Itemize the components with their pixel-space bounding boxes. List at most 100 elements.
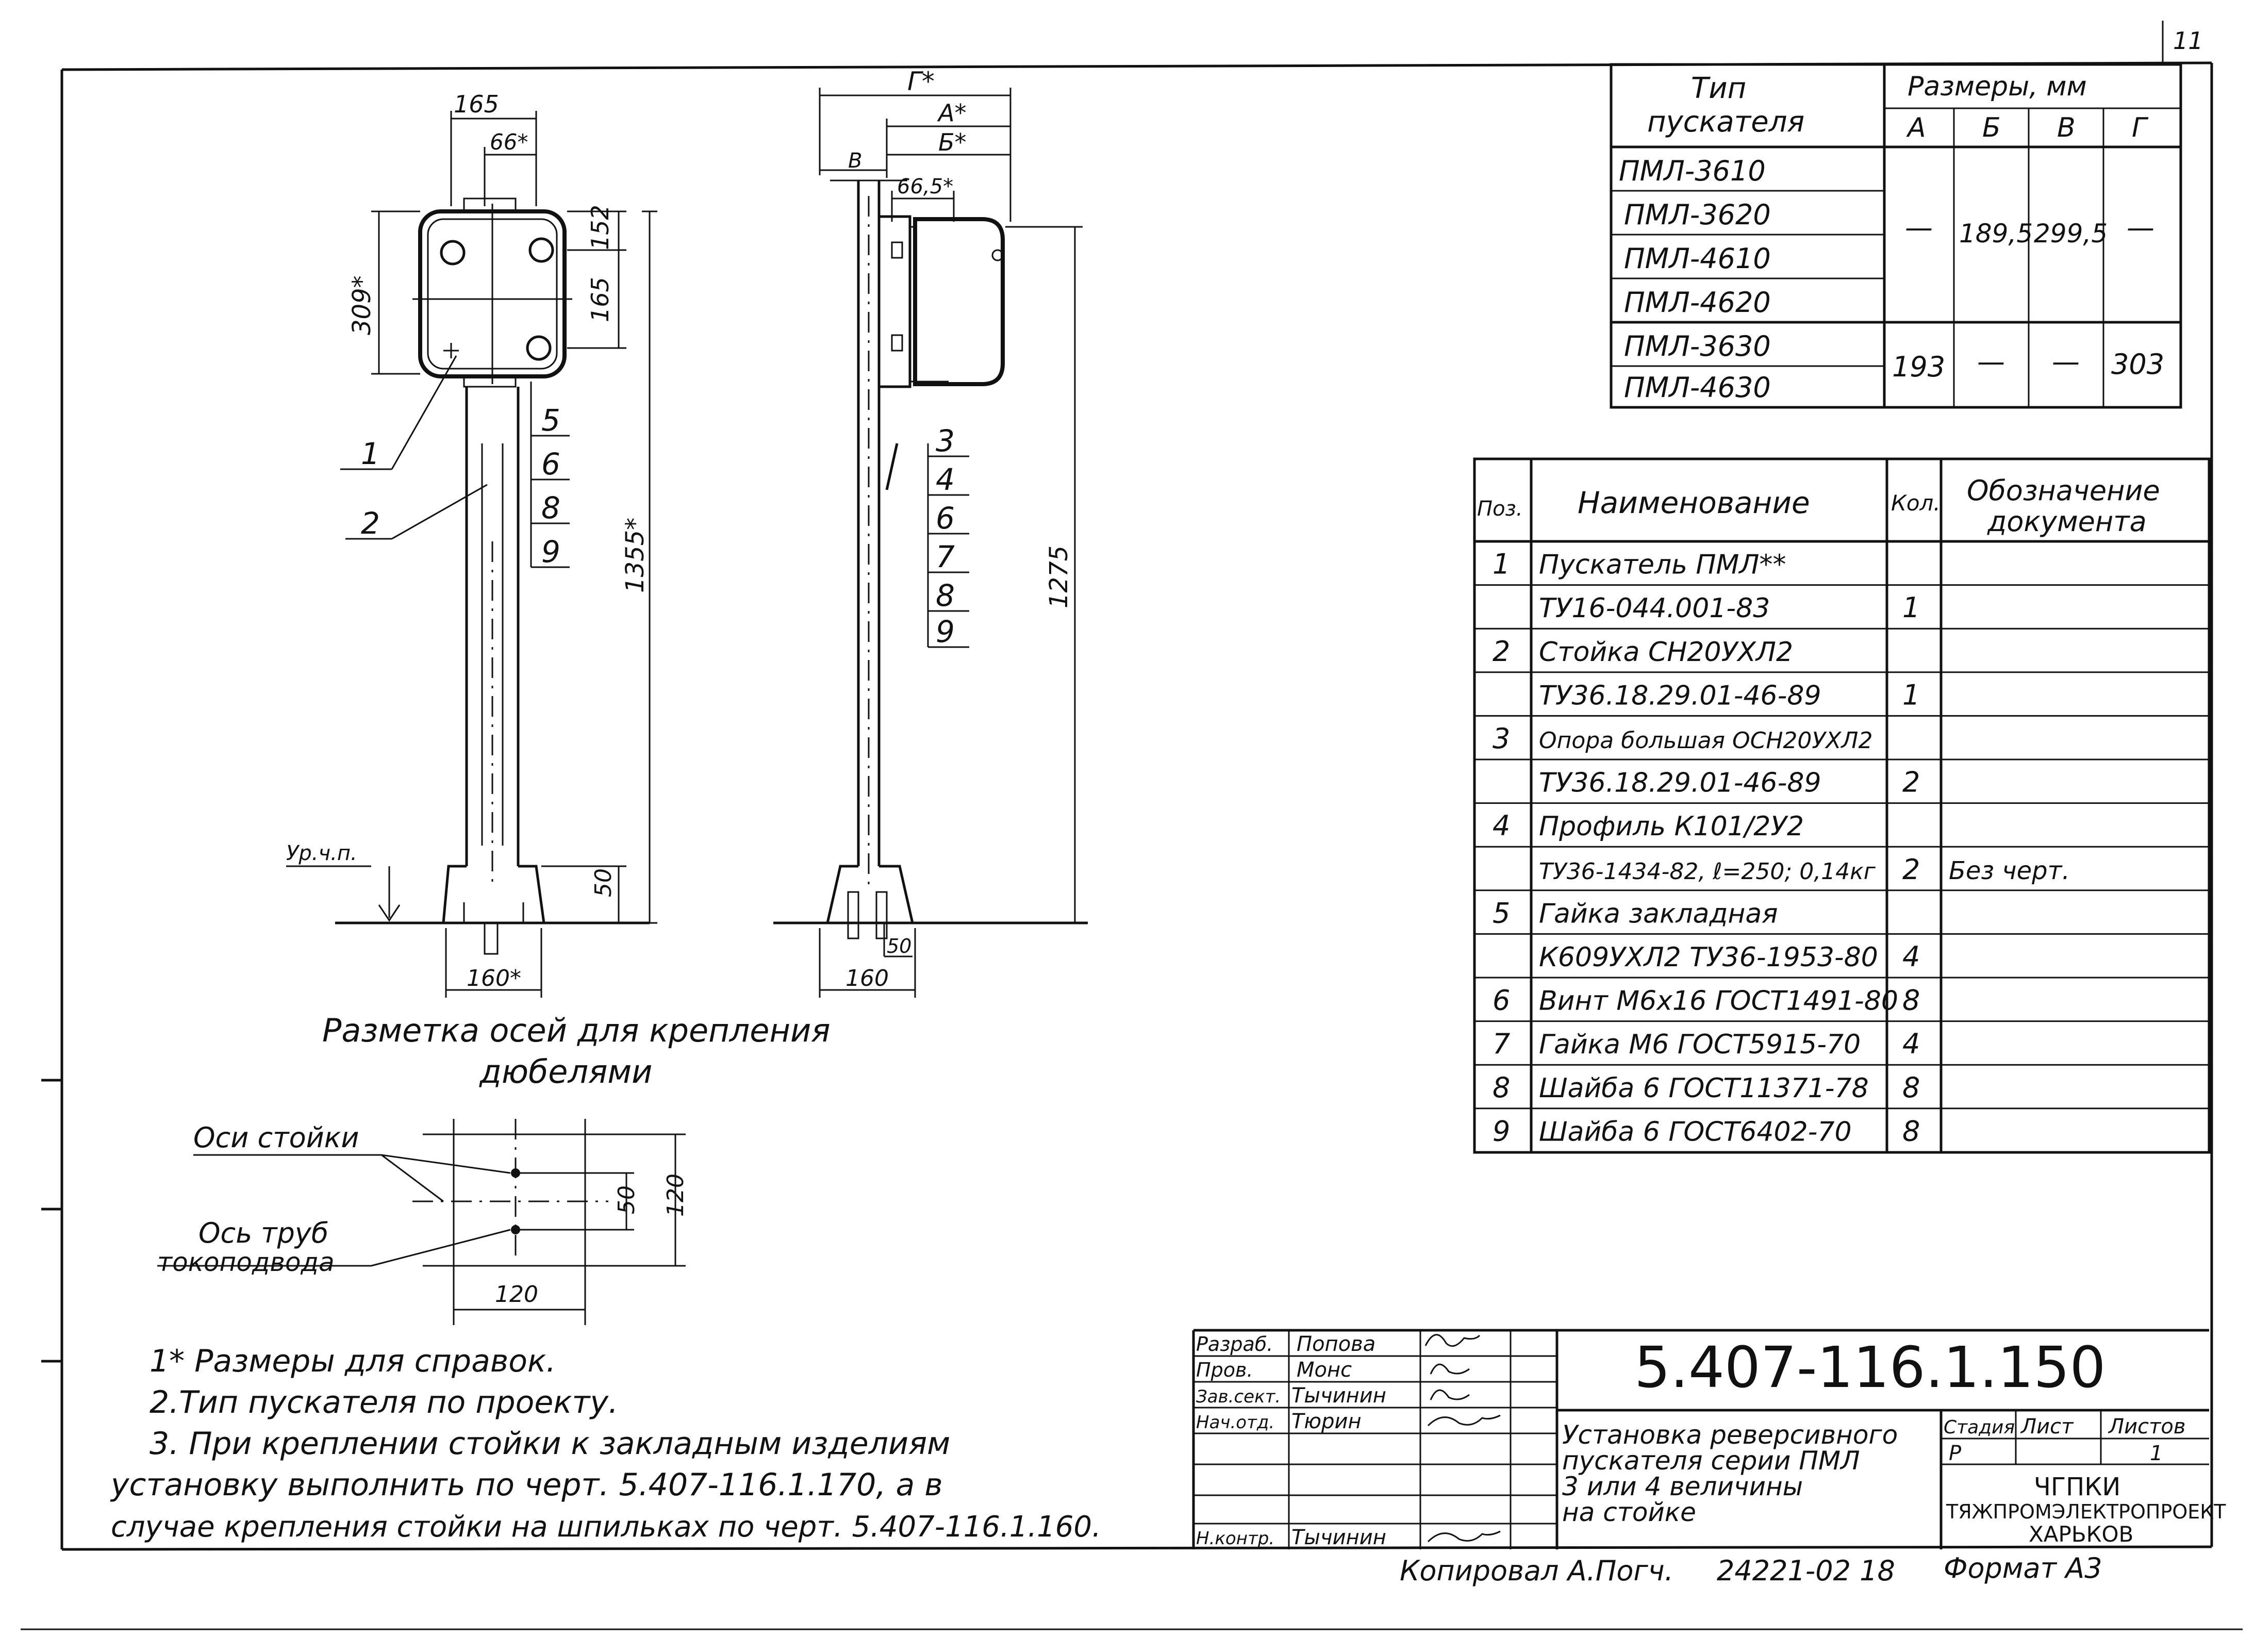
spec-row-pos: 8	[1493, 1071, 1510, 1104]
spec-row-pos: 9	[1493, 1115, 1510, 1147]
sheet-label: Лист	[2020, 1415, 2074, 1439]
org-line-1: ЧГПКИ	[2034, 1473, 2120, 1501]
spec-row-name: Шайба 6 ГОСТ11371-78	[1539, 1073, 1869, 1104]
sheets-label: Листов	[2108, 1415, 2185, 1439]
spec-row-qty: 1	[1902, 591, 1920, 624]
axes-caption-line2: дюбелями	[479, 1053, 652, 1091]
spec-row-name: Гайка закладная	[1539, 898, 1778, 929]
spec-row-name: ТУ36.18.29.01-46-89	[1539, 680, 1821, 711]
note-3-cont2: случае крепления стойки на шпильках по ч…	[111, 1510, 1101, 1544]
starter-g2-a: 193	[1892, 351, 1945, 383]
callout-side-9: 9	[936, 614, 955, 649]
callout-side-7: 7	[936, 539, 955, 574]
dim-axes-120h: 120	[495, 1281, 538, 1308]
dim-side-bottom: 160	[845, 965, 889, 992]
note-2: 2.Тип пускателя по проекту.	[150, 1384, 618, 1420]
spec-row-pos: 7	[1493, 1028, 1510, 1060]
dim-height: 309*	[347, 275, 376, 335]
starter-g2-b: —	[1977, 345, 2005, 378]
starter-col-b: Б	[1982, 112, 2001, 143]
person-2: Монс	[1297, 1358, 1352, 1382]
title-line-4: на стойке	[1562, 1497, 1696, 1527]
starter-g1-a: —	[1905, 211, 1933, 244]
starter-row-2: ПМЛ-3620	[1624, 199, 1771, 231]
callout-side-4: 4	[936, 462, 955, 497]
spec-header-doc-1: Обозначение	[1967, 474, 2160, 507]
spec-row-name: Винт М6х16 ГОСТ1491-80	[1539, 986, 1898, 1017]
ground-level-label: Ур.ч.п.	[286, 841, 357, 865]
role-1: Разраб.	[1196, 1333, 1273, 1356]
dim-width-top: 165	[454, 90, 499, 118]
dim-side-b: Б*	[938, 128, 967, 156]
dim-side-a: А*	[937, 99, 966, 127]
callout-side-6: 6	[936, 501, 955, 536]
sheet-number-mark: 11	[2173, 27, 2203, 55]
callout-side-3: 3	[936, 423, 955, 458]
stage-label: Стадия	[1944, 1417, 2015, 1438]
starter-header-dims: Размеры, мм	[1908, 71, 2087, 102]
spec-row-pos: 5	[1493, 897, 1510, 929]
spec-row-qty: 1	[1902, 679, 1920, 711]
mount-hole-icon	[440, 240, 466, 266]
title-line-2: пускателя серии ПМЛ	[1562, 1446, 1860, 1476]
starter-g2-g: 303	[2111, 348, 2164, 381]
mount-hole-icon	[528, 237, 554, 263]
spec-row-name: ТУ16-044.001-83	[1539, 593, 1770, 624]
person-5: Тычинин	[1291, 1526, 1386, 1549]
pipe-axis-label-line2: токоподвода	[157, 1247, 335, 1277]
starter-row-5: ПМЛ-3630	[1624, 330, 1771, 362]
spec-header-name: Наименование	[1578, 485, 1810, 520]
title-line-1: Установка реверсивного	[1562, 1420, 1898, 1450]
callout-front-1: 1	[361, 436, 380, 471]
spec-table	[1473, 457, 2211, 1154]
callout-side-8: 8	[936, 578, 955, 613]
note-3-cont1: установку выполнить по черт. 5.407-116.1…	[110, 1467, 943, 1503]
axes-caption-line1: Разметка осей для крепления	[322, 1012, 831, 1049]
spec-row-pos: 4	[1493, 810, 1510, 842]
dim-h152: 152	[586, 205, 614, 250]
dim-side-off: 66,5*	[897, 175, 953, 199]
spec-header-doc-2: документа	[1987, 505, 2147, 538]
spec-header-pos: Поз.	[1477, 497, 1523, 521]
mount-hole-icon	[526, 335, 552, 361]
title-block	[1192, 1329, 2209, 1549]
starter-row-1: ПМЛ-3610	[1619, 155, 1766, 187]
callout-front-6: 6	[541, 447, 560, 482]
role-3: Зав.сект.	[1196, 1386, 1281, 1407]
spec-row-name: ТУ36.18.29.01-46-89	[1539, 768, 1821, 799]
role-4: Нач.отд.	[1196, 1412, 1274, 1433]
spec-row-qty: 8	[1902, 1071, 1920, 1104]
dim-h165: 165	[586, 277, 614, 322]
org-line-2: ТЯЖПРОМЭЛЕКТРОПРОЕКТ	[1946, 1500, 2226, 1523]
starter-table	[1610, 63, 2182, 409]
post-axes-label: Оси стойки	[193, 1121, 359, 1154]
dim-offset: 66*	[490, 129, 528, 155]
spec-row-name: Пускатель ПМЛ**	[1539, 550, 1786, 581]
sheets-value: 1	[2150, 1442, 2163, 1465]
dim-side-g: Г*	[907, 67, 935, 96]
starter-box-side	[913, 217, 1005, 386]
person-1: Попова	[1297, 1332, 1375, 1356]
title-line-3: 3 или 4 величины	[1562, 1472, 1803, 1501]
role-2: Пров.	[1196, 1359, 1253, 1381]
axes-layout	[157, 1119, 686, 1325]
spec-row-pos: 6	[1493, 984, 1510, 1017]
signature-icon	[1427, 1414, 1501, 1427]
person-4: Тюрин	[1291, 1410, 1362, 1433]
side-view	[773, 88, 1088, 998]
spec-row-name: Стойка СН20УХЛ2	[1539, 637, 1793, 668]
callout-front-8: 8	[541, 490, 560, 525]
dim-base: 50	[590, 868, 617, 897]
signature-icon	[1427, 1530, 1501, 1543]
dim-side-base50: 50	[887, 935, 911, 957]
front-view	[286, 111, 657, 998]
dim-side-v: В	[848, 149, 862, 173]
footer-format: Формат А3	[1944, 1552, 2102, 1584]
callout-front-2: 2	[361, 506, 380, 541]
starter-col-a: А	[1906, 112, 1926, 143]
spec-row-doc: Без черт.	[1949, 856, 2070, 885]
person-3: Тычинин	[1291, 1384, 1386, 1408]
spec-row-pos: 3	[1493, 722, 1510, 755]
starter-row-6: ПМЛ-4630	[1624, 371, 1771, 404]
dim-bottom: 160*	[467, 965, 521, 992]
